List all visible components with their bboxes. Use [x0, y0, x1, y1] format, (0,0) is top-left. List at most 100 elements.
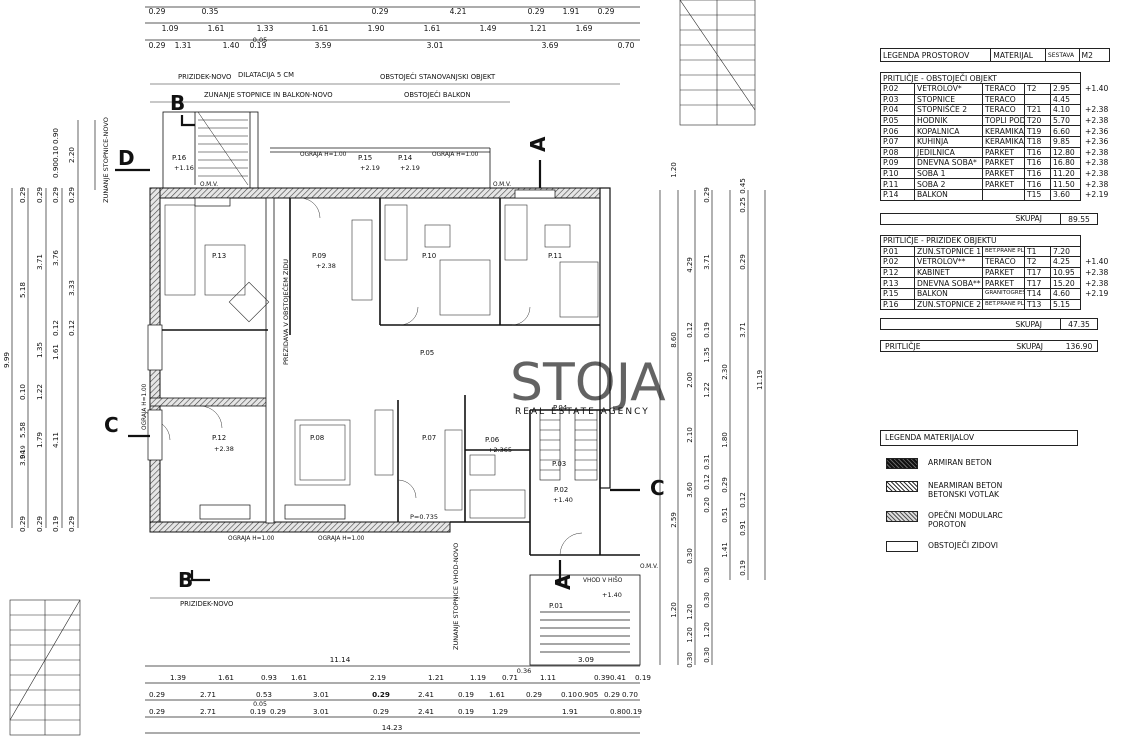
legend-cell: T2: [1024, 256, 1051, 268]
legend-cell: T2: [1024, 83, 1051, 95]
left-dim-c5-5: 4.11: [51, 432, 60, 448]
blank-icon: [886, 541, 918, 552]
left-stair-1: 0.90: [51, 128, 60, 144]
legend-total-value: 136.90: [1065, 341, 1093, 351]
legend-cell: P.15: [880, 287, 915, 300]
left-dim-c5-3: 0.12: [51, 320, 60, 336]
label-ograja-3: OGRAJA H=1.00: [228, 536, 275, 542]
section-marker-c-right: C: [650, 476, 665, 500]
legend-cell: +2.38: [1085, 158, 1109, 168]
bottom-total-a: 11.14: [330, 655, 351, 664]
left-dim-c6-1: 0.29: [67, 187, 76, 203]
legend-cell: 3.60: [1049, 188, 1082, 201]
right-dim-d-4: 1.35: [703, 347, 711, 363]
label-ograja-1: OGRAJA H=1.00: [300, 152, 347, 158]
legend-cell: 4.60: [1049, 287, 1082, 300]
legend-cell: 6.60: [1049, 125, 1082, 137]
legend-cell: T16: [1024, 167, 1051, 180]
top-dim-r1-4: 4.21: [450, 7, 467, 16]
legend-cell: TERACO: [982, 83, 1025, 95]
room-tag-p05: P.05: [420, 349, 434, 357]
bottom-r2-12: 0.29: [604, 690, 620, 699]
level-p0735: P=0.735: [410, 513, 438, 521]
right-dim-a-1: 1.20: [670, 162, 678, 178]
legend-sec1-title: PRITLIČJE - OBSTOJEČI OBJEKT: [879, 72, 1082, 84]
label-ograja-2: OGRAJA H=1.00: [432, 152, 479, 158]
watermark-sub: REAL ESTATE AGENCY: [515, 407, 650, 417]
bottom-r2-3: 0.53: [256, 690, 272, 699]
bottom-r2-4: 3.01: [313, 690, 329, 699]
legend-cell: +2.19: [1085, 190, 1109, 200]
label-zunanje-balkon: ZUNANJE STOPNICE IN BALKON-NOVO: [204, 91, 333, 99]
left-dim-c4-1: 0.29: [35, 187, 44, 203]
legend-cell: PARKET: [982, 167, 1025, 180]
legend-cell: T20: [1024, 114, 1051, 127]
legend-cell: STOPNICE: [914, 93, 983, 106]
legend-cell: P.01: [880, 245, 915, 258]
legend-cell: 5.15: [1049, 298, 1082, 311]
legend-cell: T19: [1024, 125, 1051, 137]
top-right-stair-symbol: [679, 0, 756, 126]
bottom-r2-9: 0.29: [526, 690, 542, 699]
top-dim-r3-1: 0.29: [149, 41, 166, 50]
left-dim-c5-6: 0.19: [51, 516, 60, 532]
left-dim-c4-3: 1.35: [35, 342, 44, 358]
left-dim-c3-4: 3.94: [18, 450, 27, 466]
material-legend-label: OBSTOJEČI ZIDOVI: [928, 541, 999, 550]
bottom-r3-extra: 0.05: [253, 701, 267, 708]
legend-cell: DNEVNA SOBA*: [914, 157, 983, 169]
section-marker-a-top: A: [526, 136, 550, 152]
room-tag-p02: P.02: [554, 486, 568, 494]
section-marker-b-top: B: [170, 91, 185, 115]
label-prizidek-novo-bottom: PRIZIDEK-NOVO: [180, 600, 233, 608]
right-dim-d-6: 0.31: [703, 454, 711, 470]
right-dim-a-2: 2.59: [670, 512, 678, 528]
right-dim-d-1: 0.29: [703, 187, 711, 203]
legend-cell: T21: [1024, 104, 1051, 116]
label-zunanje-stopnice-left: ZUNANJE STOPNICE-NOVO: [102, 117, 110, 203]
top-dim-r3-8: 0.70: [618, 41, 635, 50]
room-tag-p04: P.04: [553, 404, 568, 412]
legend-cell: T16: [1024, 146, 1051, 159]
section-marker-a-bottom: A: [551, 574, 575, 590]
legend-cell: T18: [1024, 135, 1051, 148]
legend-cell: 10.95: [1049, 266, 1082, 279]
bottom-r3-7: 2.41: [418, 707, 434, 716]
legend-cell: +2.38: [1085, 147, 1109, 157]
left-dim-c5-2: 3.76: [51, 250, 60, 266]
bottom-r2-6: 2.41: [418, 690, 434, 699]
legend-cell: +1.40: [1085, 257, 1109, 267]
legend-cell: +2.36: [1085, 137, 1109, 147]
bottom-r2-7: 0.19: [458, 690, 474, 699]
right-dim-f-2: 0.29: [739, 254, 747, 270]
room-tag-p01: P.01: [549, 602, 563, 610]
top-dim-r2-9: 1.69: [576, 24, 593, 33]
label-ograja-5: OGRAJA H=1.00: [142, 383, 148, 430]
label-omv-3: O.M.V.: [640, 564, 658, 570]
left-dim-c5-4: 1.61: [51, 344, 60, 360]
legend-cell: PARKET: [982, 178, 1025, 190]
right-dim-f-4: 0.12: [739, 492, 747, 508]
legend-cell: P.10: [880, 167, 915, 180]
legend-cell: KERAMIKA: [982, 125, 1025, 137]
top-dim-r1-3: 0.29: [372, 7, 389, 16]
level-p01: +1.40: [602, 591, 622, 599]
section-marker-d: D: [118, 146, 135, 170]
legend-cell: +2.38: [1085, 179, 1109, 189]
bottom-r3-8: 0.19: [458, 707, 474, 716]
legend-cell: PARKET: [982, 157, 1025, 169]
legend-cell: T15: [1024, 188, 1051, 201]
right-dim-d-8: 0.20: [703, 497, 711, 513]
right-dim-e-1: 2.30: [721, 364, 729, 380]
label-prezidava: PREZIDAVA V OBSTOJEĆEM ZIDU: [281, 259, 290, 365]
level-p16: +1.16: [174, 164, 194, 172]
right-dim-b-1: 4.29: [686, 257, 694, 273]
top-dim-r3-6: 3.01: [427, 41, 444, 50]
bottom-r3-9: 1.29: [492, 707, 508, 716]
top-dim-r3-2: 1.31: [175, 41, 192, 50]
label-postojeci-objekt: OBSTOJEĆI STANOVANJSKI OBJEKT: [380, 72, 496, 81]
